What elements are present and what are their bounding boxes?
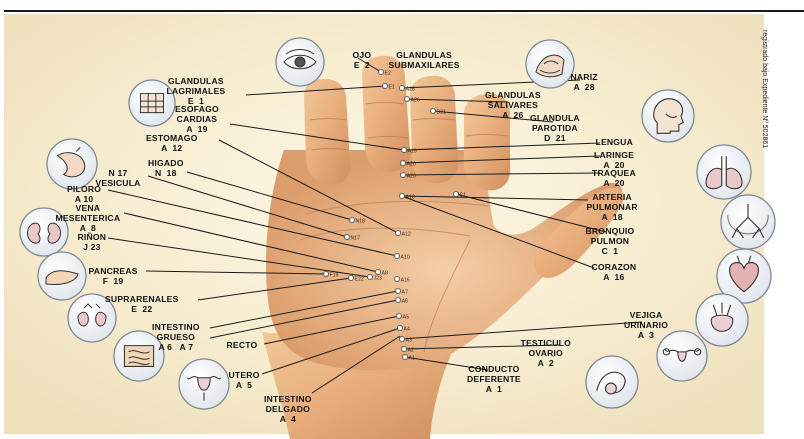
reflex-point-code: A5 [403, 315, 409, 321]
label-esofago: ESOFAGO CARDIAS A 19 [175, 104, 219, 134]
pancreas-icon [38, 252, 86, 300]
label-rinon: RIÑON J 23 [78, 232, 107, 252]
vas-deferens-icon [586, 356, 638, 408]
reflex-point-code: E22 [355, 277, 364, 283]
eye-icon [276, 38, 324, 86]
ring-finger [410, 76, 458, 183]
label-n17-vesicula: N 17 VESICULA [96, 168, 141, 188]
label-estomago: ESTOMAGO A 12 [146, 133, 198, 153]
reflex-point-code: A20 [407, 174, 416, 180]
reflex-point-code: E2 [385, 71, 391, 77]
label-pancreas: PANCREAS F 19 [89, 266, 138, 286]
reflex-point-code: A2 [408, 348, 414, 354]
label-bronquio: BRONQUIO PULMON C 1 [586, 226, 635, 256]
reflex-point-code: J23 [374, 276, 382, 282]
label-glandulas-lagrimales: GLANDULAS LAGRIMALES E 1 [167, 76, 226, 106]
reflex-point-code: A26 [411, 98, 420, 104]
label-corazon: CORAZON A 16 [592, 262, 637, 282]
stomach-icon [47, 139, 97, 189]
label-traquea: TRAQUEA A 20 [592, 168, 636, 188]
reflex-point-code: A16 [401, 278, 410, 284]
reflex-point-code: A20 [407, 162, 416, 168]
reflex-point-code: C1 [460, 193, 467, 199]
reflex-point-code: F19 [330, 273, 339, 279]
label-nariz: NARIZ A 28 [571, 72, 598, 92]
reflex-point-code: A28 [406, 87, 415, 93]
label-intestino-delgado: INTESTINO DELGADO A 4 [264, 394, 312, 424]
reflex-point-code: A3 [406, 338, 412, 344]
reflex-point-code: E1 [389, 85, 395, 91]
label-recto: RECTO [227, 340, 258, 350]
copyright-vertical-text: registrado bajo Expediente Nº 502861 [752, 30, 768, 140]
bladder-icon [696, 294, 748, 346]
label-lengua: LENGUA [596, 137, 633, 147]
head-profile-icon [642, 90, 694, 142]
reflex-point-code: A1 [409, 356, 415, 362]
reflex-point-code: D21 [437, 110, 447, 116]
reflex-point-code: N17 [351, 236, 361, 242]
label-vena: VENA MESENTERICA A 8 [56, 203, 121, 233]
label-glandula-parotida: GLANDULA PAROTIDA D 21 [530, 113, 580, 143]
label-suprarenales: SUPRARENALES E 22 [105, 294, 179, 314]
label-higado: HIGADO N 18 [148, 158, 184, 178]
reflex-point-code: A6 [402, 299, 408, 305]
label-vejiga: VEJIGA URINARIO A 3 [624, 310, 668, 340]
reflex-point-code: A4 [404, 327, 410, 333]
label-glandulas-submax: GLANDULAS SUBMAXILARES [389, 50, 460, 70]
label-testiculo: TESTICULO OVARIO A 2 [521, 338, 572, 368]
reflex-point-code: N18 [356, 219, 366, 225]
label-conducto: CONDUCTO DEFERENTE A 1 [467, 364, 521, 394]
label-intestino-grueso: INTESTINO GRUESO A 6 A 7 [152, 322, 200, 352]
label-piloro: PILORO A 10 [67, 184, 101, 204]
reflex-point-code: A18 [406, 195, 415, 201]
reflex-point-code: A8 [382, 271, 388, 277]
index-finger [304, 79, 350, 185]
label-ojo: OJO E 2 [353, 50, 372, 70]
reflex-point-code: A12 [402, 232, 411, 238]
label-utero: UTERO A 5 [229, 370, 260, 390]
mouth-icon [526, 40, 574, 88]
reflex-point-code: A10 [401, 255, 410, 261]
bronchi-icon [721, 195, 775, 249]
uterus-icon [179, 359, 229, 409]
label-laringe: LARINGE A 20 [594, 150, 634, 170]
reflex-point-code: A19 [408, 149, 417, 155]
lungs-icon [697, 145, 751, 199]
label-arteria: ARTERIA PULMONAR A 18 [587, 192, 638, 222]
reflex-point-code: A7 [402, 290, 408, 296]
